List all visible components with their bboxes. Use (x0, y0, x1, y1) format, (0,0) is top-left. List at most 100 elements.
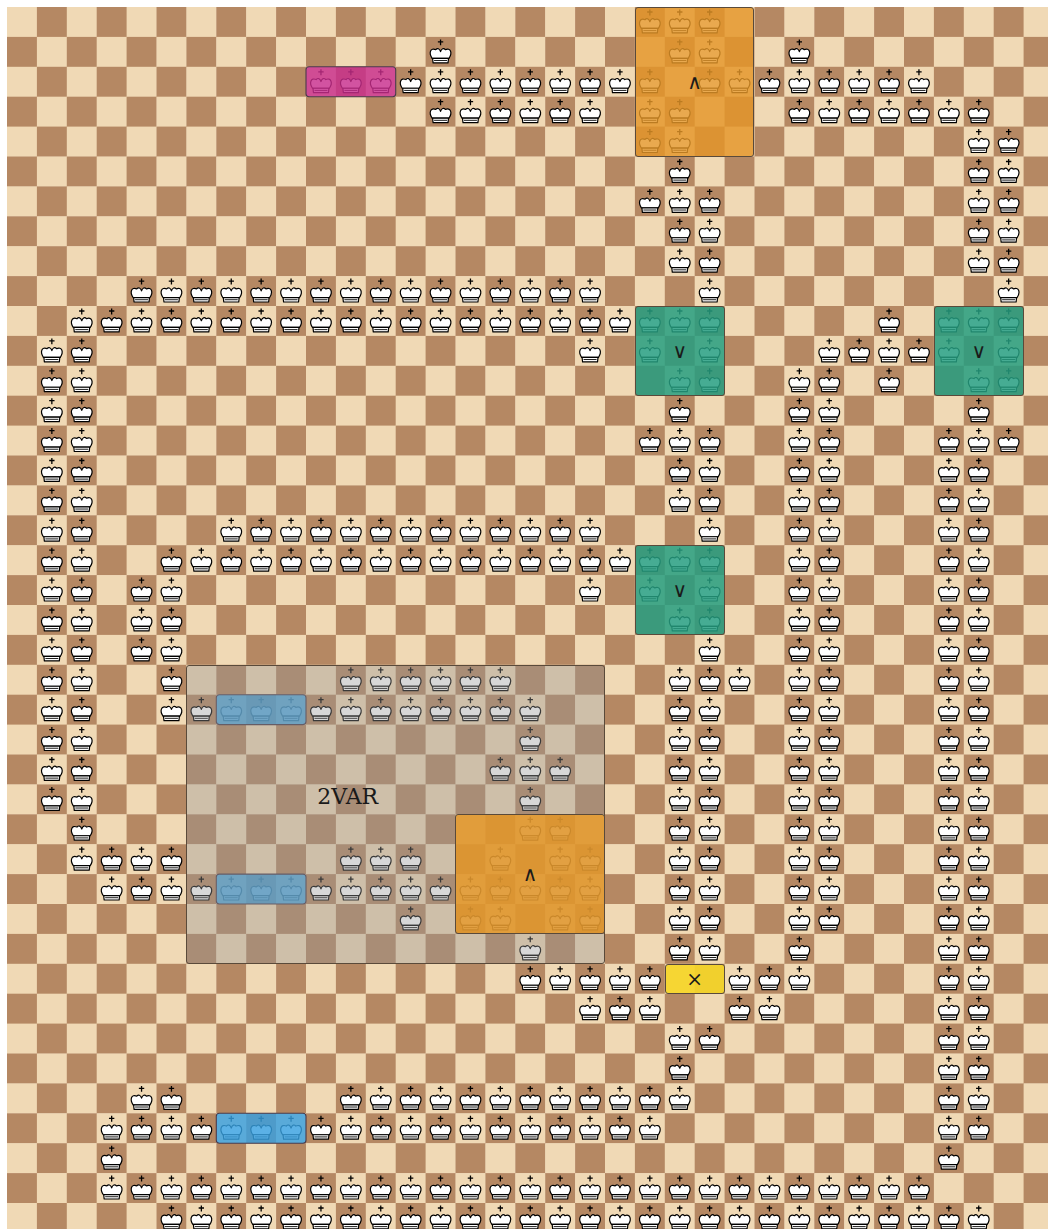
board-square (575, 575, 605, 605)
board-square (336, 964, 366, 994)
board-square (964, 426, 994, 456)
king-piece (490, 548, 511, 571)
board-square (874, 1024, 904, 1054)
king-piece (699, 249, 720, 272)
king-piece (759, 1205, 780, 1228)
board-square (426, 456, 456, 486)
board-square (725, 1173, 755, 1203)
king-piece (101, 1146, 122, 1169)
board-square (784, 37, 814, 67)
king-piece (460, 518, 481, 541)
board-square (575, 994, 605, 1024)
board-square (755, 216, 785, 246)
board-square (695, 784, 725, 814)
board-square (67, 1054, 97, 1084)
board-square (157, 934, 187, 964)
board-square (934, 515, 964, 545)
board-square (665, 186, 695, 216)
board-square (844, 545, 874, 575)
king-piece (819, 787, 840, 810)
board-square (1024, 695, 1048, 725)
king-piece (161, 1086, 182, 1109)
board-square (904, 127, 934, 157)
board-square (366, 964, 396, 994)
board-square (186, 306, 216, 336)
king-piece (939, 458, 960, 481)
board-square (157, 127, 187, 157)
board-square (157, 814, 187, 844)
board-square (366, 246, 396, 276)
king-piece (71, 428, 92, 451)
board-square (665, 904, 695, 934)
board-square (336, 157, 366, 187)
board-square (396, 1054, 426, 1084)
king-piece (669, 667, 690, 690)
king-piece (699, 1176, 720, 1199)
board-square (934, 934, 964, 964)
board-square (784, 246, 814, 276)
board-square (904, 994, 934, 1024)
board-square (216, 336, 246, 366)
king-piece (161, 308, 182, 331)
board-square (127, 964, 157, 994)
board-square (994, 844, 1024, 874)
board-square (994, 575, 1024, 605)
king-piece (968, 697, 989, 720)
king-piece (789, 667, 810, 690)
board-square (7, 366, 37, 396)
king-piece (669, 189, 690, 212)
board-square (665, 485, 695, 515)
board-square (934, 246, 964, 276)
board-square (246, 964, 276, 994)
board-square (665, 216, 695, 246)
king-piece (71, 578, 92, 601)
board-square (784, 157, 814, 187)
board-square (575, 635, 605, 665)
king-piece (789, 548, 810, 571)
board-square (336, 246, 366, 276)
board-square (934, 456, 964, 486)
board-square (605, 97, 635, 127)
king-piece (520, 99, 541, 122)
board-square (97, 964, 127, 994)
king-piece (968, 398, 989, 421)
board-square (1024, 127, 1048, 157)
board-square (7, 426, 37, 456)
board-square (784, 1113, 814, 1143)
board-square (964, 874, 994, 904)
board-square (784, 515, 814, 545)
board-square (844, 1143, 874, 1173)
king-piece (550, 548, 571, 571)
board-square (904, 67, 934, 97)
board-square (964, 37, 994, 67)
board-square (276, 157, 306, 187)
board-square (994, 127, 1024, 157)
king-piece (640, 1205, 661, 1228)
king-piece (819, 817, 840, 840)
king-piece (939, 847, 960, 870)
board-square (456, 964, 486, 994)
board-square (37, 366, 67, 396)
board-square (665, 396, 695, 426)
king-piece (939, 488, 960, 511)
board-square (426, 7, 456, 37)
board-square (814, 1203, 844, 1229)
king-piece (520, 308, 541, 331)
king-piece (939, 727, 960, 750)
board-square (934, 426, 964, 456)
board-square (97, 1173, 127, 1203)
king-piece (968, 637, 989, 660)
board-square (426, 545, 456, 575)
king-piece (460, 548, 481, 571)
board-square (934, 7, 964, 37)
board-square (755, 755, 785, 785)
board-square (964, 246, 994, 276)
board-square (784, 964, 814, 994)
board-square (874, 844, 904, 874)
board-square (127, 545, 157, 575)
board-square (784, 904, 814, 934)
king-piece (909, 1205, 930, 1228)
board-square (755, 1203, 785, 1229)
board-square (725, 874, 755, 904)
